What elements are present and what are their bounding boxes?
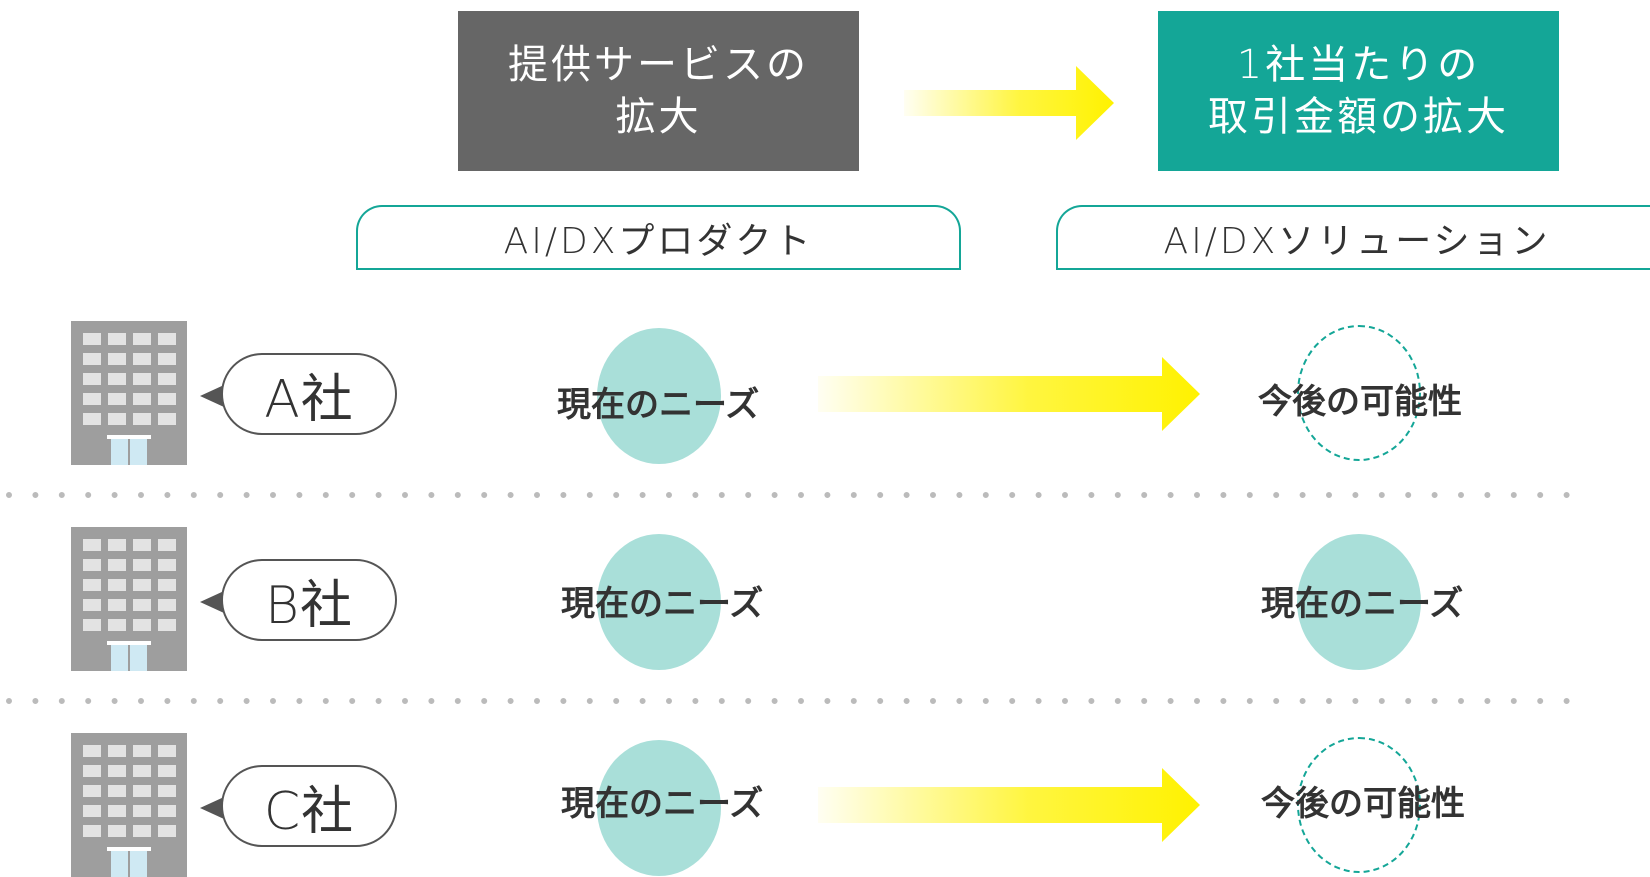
header-box-revenue-expansion: 1社当たりの 取引金額の拡大 (1158, 11, 1559, 171)
dotted-divider (6, 698, 1573, 704)
future-potential-label: 今後の可能性 (1261, 784, 1465, 824)
bubble-tail-icon (200, 591, 224, 613)
row-c-arrow (818, 768, 1200, 842)
header-left-line2: 拡大 (615, 94, 702, 140)
current-needs-circle (1297, 534, 1421, 670)
header-left-line1: 提供サービスの (508, 42, 809, 88)
bubble-tail-icon (200, 797, 224, 819)
tab-right-underline (1056, 268, 1650, 270)
future-potential-label: 今後の可能性 (1258, 382, 1462, 422)
company-label-a: A社 (221, 353, 397, 435)
future-potential-circle (1297, 325, 1421, 461)
current-needs-circle (597, 740, 721, 876)
current-needs-label: 現在のニーズ (1261, 584, 1464, 624)
tab-ai-dx-solution: AI/DXソリューション (1056, 205, 1650, 269)
building-icon (71, 527, 187, 671)
dotted-divider (6, 492, 1573, 498)
building-icon (71, 321, 187, 465)
current-needs-circle (597, 328, 721, 464)
tab-ai-dx-product: AI/DXプロダクト (356, 205, 961, 269)
current-needs-label: 現在のニーズ (561, 584, 764, 624)
building-icon (71, 733, 187, 877)
current-needs-label: 現在のニーズ (561, 784, 764, 824)
header-arrow (904, 66, 1114, 140)
company-label-c: C社 (221, 765, 397, 847)
header-right-line2: 取引金額の拡大 (1208, 94, 1509, 140)
current-needs-circle (597, 534, 721, 670)
current-needs-label: 現在のニーズ (557, 385, 760, 425)
future-potential-circle (1297, 737, 1421, 873)
bubble-tail-icon (200, 385, 224, 407)
row-a-arrow (818, 357, 1200, 431)
company-label-b: B社 (221, 559, 397, 641)
tab-left-underline (356, 268, 961, 270)
header-right-line1: 1社当たりの (1236, 42, 1481, 88)
header-box-service-expansion: 提供サービスの 拡大 (458, 11, 859, 171)
